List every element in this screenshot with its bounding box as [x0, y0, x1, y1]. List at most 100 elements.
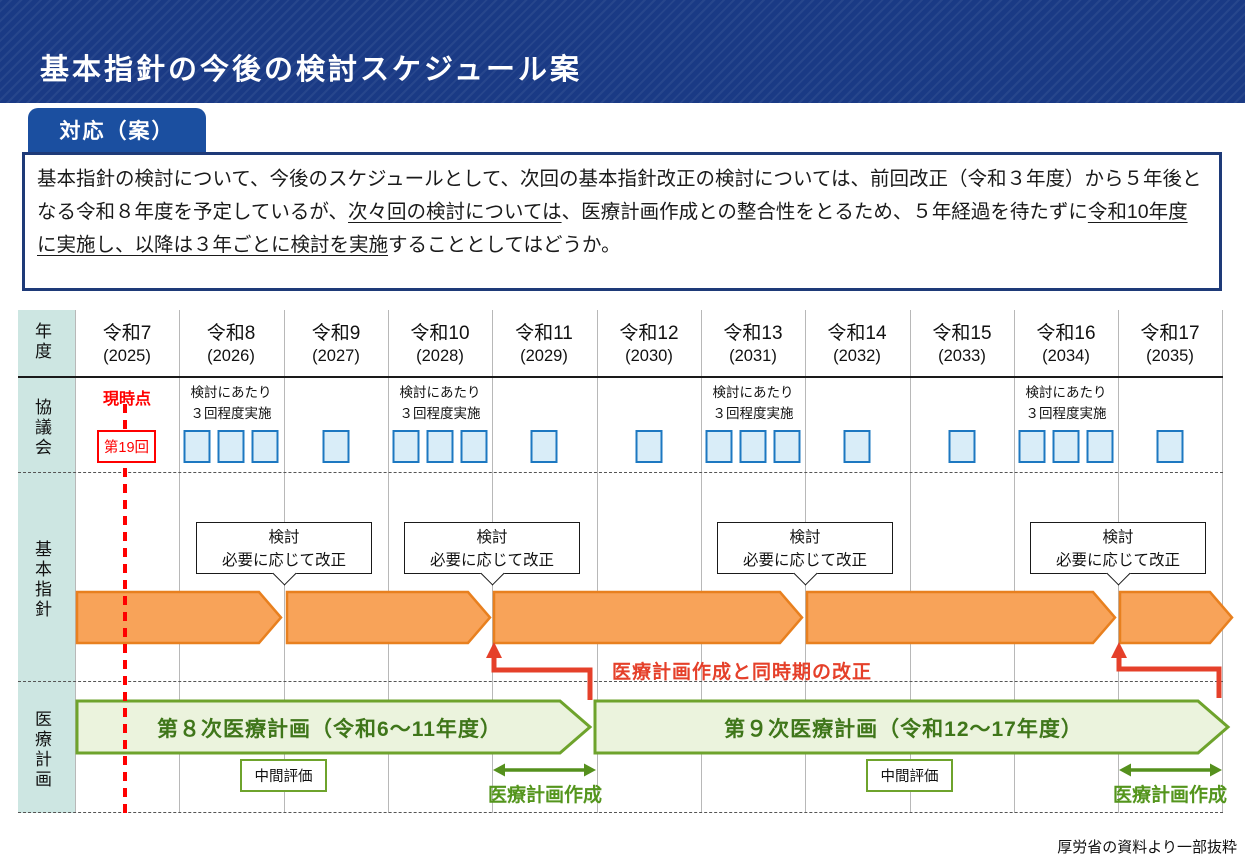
- row-divider: [18, 812, 1223, 813]
- council-meetings-group: [530, 430, 558, 463]
- council-meeting-square: [530, 430, 558, 463]
- year-era: 令和13: [723, 323, 783, 344]
- tab-response-plan: 対応（案）: [28, 108, 206, 152]
- council-meeting-square: [1018, 430, 1046, 463]
- plan-creation-arrowhead: [1119, 763, 1131, 777]
- proposal-segment-underlined: 令和10年度に実施し、以降は３年ごとに検討を実施: [37, 200, 1188, 256]
- same-time-revision-arrow-1: [491, 656, 593, 700]
- proposal-segment: 、医療計画作成との整合性をとるため、５年経過を待たずに: [561, 200, 1088, 223]
- plan9-label: 第９次医療計画（令和12～17年度）: [724, 718, 1083, 741]
- gridline: [1014, 310, 1015, 813]
- year-west: (2028): [416, 347, 464, 365]
- year-cell: 令和12 (2030): [597, 318, 701, 366]
- council-meetings-group: [1156, 430, 1184, 463]
- council-meeting-square: [251, 430, 279, 463]
- council-meeting-square: [392, 430, 420, 463]
- year-cell: 令和14 (2032): [805, 318, 909, 366]
- page-title: 基本指針の今後の検討スケジュール案: [40, 54, 582, 86]
- interim-evaluation-box: 中間評価: [866, 759, 953, 792]
- guideline-arrow-r14-r16: [805, 590, 1117, 645]
- review-callout-line1: 検討: [789, 529, 821, 546]
- plan-creation-arrowhead: [584, 763, 596, 777]
- council-note-line1: 検討にあたり: [399, 385, 481, 400]
- year-west: (2025): [103, 347, 151, 365]
- year-cell: 令和9(2027): [284, 318, 388, 366]
- review-callout-line1: 検討: [268, 529, 300, 546]
- plan8-label: 第８次医療計画（令和6～11年度）: [157, 718, 502, 741]
- year-west: (2031): [729, 347, 777, 365]
- council-meeting-square: [635, 430, 663, 463]
- year-era: 令和12: [619, 323, 679, 344]
- guideline-arrow-r9-r10: [285, 590, 492, 645]
- council-meetings-group: [1018, 430, 1114, 463]
- year-west: (2034): [1042, 347, 1090, 365]
- year-era: 令和7: [102, 323, 152, 344]
- council-meeting-square: [1156, 430, 1184, 463]
- year-cell: 令和8 (2026): [179, 318, 283, 366]
- council-note-line2: ３回程度実施: [190, 405, 272, 421]
- current-time-label: 現時点: [102, 391, 151, 408]
- review-callout-line1: 検討: [476, 529, 508, 546]
- tab-label: 対応（案）: [59, 120, 175, 143]
- gridline: [388, 310, 389, 813]
- year-west: (2027): [312, 347, 360, 365]
- year-west: (2026): [207, 347, 255, 365]
- review-callout-line2: 必要に応じて改正: [197, 549, 371, 572]
- plan9-arrow: [593, 699, 1231, 755]
- proposal-text: 基本指針の検討について、今後のスケジュールとして、次回の基本指針改正の検討につい…: [37, 163, 1207, 261]
- header-band: 基本指針の今後の検討スケジュール案: [0, 0, 1245, 103]
- year-cell: 令和11(2029): [492, 318, 596, 366]
- same-time-revision-label: 医療計画作成と同時期の改正: [612, 662, 873, 683]
- council-meeting-square: [183, 430, 211, 463]
- council-note-line2: ３回程度実施: [399, 405, 481, 421]
- year-row-underline: [18, 376, 1223, 378]
- year-west: (2033): [938, 347, 986, 365]
- council-note-line1: 検討にあたり: [1025, 385, 1107, 400]
- interim-evaluation-box: 中間評価: [240, 759, 327, 792]
- council-note-line2: ３回程度実施: [712, 405, 794, 421]
- plan-creation-label: 医療計画作成: [1112, 785, 1227, 806]
- year-era: 令和14: [827, 323, 887, 344]
- same-time-revision-arrowhead-1: [486, 642, 502, 658]
- row-label-year: 年度: [32, 322, 51, 362]
- council-meetings-group: [843, 430, 871, 463]
- gridline: [75, 310, 76, 813]
- year-west: (2030): [625, 347, 673, 365]
- council-meeting-square: [773, 430, 801, 463]
- council-meetings-group: [948, 430, 976, 463]
- same-time-revision-arrowhead-2: [1111, 642, 1127, 658]
- guideline-arrow-r17: [1118, 590, 1234, 645]
- year-era: 令和8: [206, 323, 256, 344]
- guideline-arrow-r11-r13: [492, 590, 804, 645]
- council-note-line1: 検討にあたり: [712, 385, 794, 400]
- year-era: 令和16: [1036, 323, 1096, 344]
- council-meeting-square: [460, 430, 488, 463]
- year-west: (2029): [520, 347, 568, 365]
- council-meetings-group: [322, 430, 350, 463]
- council-note-line1: 検討にあたり: [190, 385, 272, 400]
- year-cell: 令和17 (2035): [1118, 318, 1222, 366]
- gridline: [597, 310, 598, 813]
- year-cell: 令和10(2028): [388, 318, 492, 366]
- review-callout: 検討必要に応じて改正: [717, 522, 893, 574]
- current-time-dashed-line: [123, 404, 127, 813]
- year-era: 令和17: [1140, 323, 1200, 344]
- council-meeting-square: [1086, 430, 1114, 463]
- year-era: 令和15: [932, 323, 992, 344]
- year-west: (2035): [1146, 347, 1194, 365]
- plan8-arrow: [75, 699, 593, 755]
- council-note: 検討にあたり ３回程度実施: [678, 383, 828, 425]
- council-meeting-square: [948, 430, 976, 463]
- proposal-segment: することとしてはどうか。: [388, 233, 621, 256]
- council-meetings-group: [705, 430, 801, 463]
- year-west: (2032): [833, 347, 881, 365]
- same-time-revision-arrow-2: [1116, 656, 1222, 698]
- council-meeting-square: [1052, 430, 1080, 463]
- year-cell: 令和7 (2025): [75, 318, 179, 366]
- row-label-column: [18, 310, 75, 813]
- council-meeting-square: [322, 430, 350, 463]
- council-meetings-group: [635, 430, 663, 463]
- council-meeting-square: [705, 430, 733, 463]
